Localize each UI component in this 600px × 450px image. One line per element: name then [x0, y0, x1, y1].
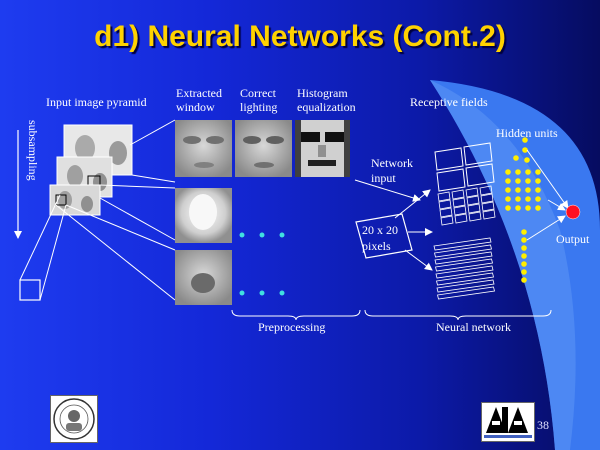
- receptive-fields-stripes: [433, 237, 495, 300]
- receptive-field-cell: [466, 195, 480, 206]
- hidden-unit: [515, 196, 521, 202]
- receptive-field-stripe: [433, 237, 492, 251]
- hidden-unit: [535, 205, 541, 211]
- histogram-label-2: equalization: [297, 100, 356, 114]
- input-pyramid-label: Input image pyramid: [46, 95, 147, 109]
- receptive-field-stripe: [437, 286, 495, 300]
- hidden-units-label: Hidden units: [496, 126, 558, 140]
- receptive-field-cell: [452, 197, 466, 208]
- extracted-window-face: [175, 120, 232, 177]
- hidden-unit: [522, 137, 528, 143]
- hidden-unit: [535, 187, 541, 193]
- receptive-field-stripe: [434, 244, 492, 258]
- pyramid-image-small: [49, 184, 101, 216]
- preprocessing-brace: [231, 309, 361, 321]
- hidden-unit: [515, 178, 521, 184]
- hidden-unit: [505, 187, 511, 193]
- hidden-unit: [521, 245, 527, 251]
- hidden-unit: [515, 169, 521, 175]
- receptive-fields-small: [437, 185, 496, 226]
- receptive-fields-label: Receptive fields: [410, 95, 488, 109]
- extracted-window-nonface-2: [175, 250, 232, 305]
- hidden-unit: [525, 196, 531, 202]
- receptive-field-stripe: [435, 265, 494, 279]
- hidden-unit: [521, 261, 527, 267]
- hidden-unit: [535, 169, 541, 175]
- receptive-field-stripe: [435, 258, 493, 272]
- receptive-field-cell: [468, 211, 482, 222]
- hidden-unit: [535, 196, 541, 202]
- receptive-field-stripe: [436, 279, 495, 293]
- hidden-unit: [505, 169, 511, 175]
- receptive-field-cell: [451, 189, 465, 200]
- pixels-label-1: 20 x 20: [362, 223, 398, 237]
- hidden-unit: [525, 205, 531, 211]
- receptive-field-cell: [454, 213, 468, 224]
- receptive-field-cell: [479, 185, 493, 196]
- output-label: Output: [556, 232, 590, 246]
- hidden-unit: [505, 196, 511, 202]
- receptive-field-stripe: [434, 251, 493, 265]
- receptive-field-cell: [467, 203, 481, 214]
- receptive-field-cell: [465, 187, 479, 198]
- hidden-unit: [505, 205, 511, 211]
- hidden-unit: [525, 178, 531, 184]
- hidden-unit: [521, 277, 527, 283]
- receptive-field-cell: [439, 207, 453, 218]
- subsampled-window: [19, 279, 41, 301]
- histogram-label-1: Histogram: [297, 86, 348, 100]
- hidden-unit: [505, 178, 511, 184]
- hidden-unit: [525, 169, 531, 175]
- receptive-field-cell: [438, 199, 452, 210]
- neural-network-label: Neural network: [436, 320, 511, 334]
- hidden-unit: [515, 205, 521, 211]
- hidden-unit: [515, 187, 521, 193]
- extracted-window-nonface-1: [175, 188, 232, 243]
- hidden-unit: [522, 147, 528, 153]
- hidden-unit: [525, 187, 531, 193]
- pixels-label-2: pixels: [362, 239, 391, 253]
- preprocessing-label: Preprocessing: [258, 320, 326, 334]
- receptive-fields-large: [434, 142, 495, 192]
- receptive-field-stripe: [436, 272, 494, 286]
- receptive-field-cell: [481, 201, 495, 212]
- hidden-units: [505, 137, 541, 283]
- network-input-label-2: input: [371, 171, 396, 185]
- ellipsis-dots: [239, 232, 285, 296]
- hidden-unit: [521, 269, 527, 275]
- network-input-box: [355, 213, 413, 259]
- hidden-unit: [521, 253, 527, 259]
- extracted-label-1: Extracted: [176, 86, 222, 100]
- correct-lighting-label-2: lighting: [240, 100, 278, 114]
- hidden-unit: [524, 157, 530, 163]
- hidden-unit: [513, 155, 519, 161]
- extracted-label-2: window: [176, 100, 215, 114]
- slide-title: d1) Neural Networks (Cont.2): [94, 20, 506, 53]
- receptive-field-cell: [437, 191, 451, 202]
- neural-network-brace: [364, 309, 552, 321]
- corrected-lighting-face: [235, 120, 292, 177]
- page-number: 38: [537, 418, 549, 432]
- correct-lighting-label-1: Correct: [240, 86, 276, 100]
- hidden-unit: [521, 237, 527, 243]
- receptive-field-cell: [480, 193, 494, 204]
- output-unit: [565, 204, 581, 220]
- histogram-equalized-face: [295, 120, 350, 177]
- receptive-field-cell: [440, 215, 454, 226]
- hidden-unit: [535, 178, 541, 184]
- network-input-label-1: Network: [371, 156, 413, 170]
- university-seal-logo: [50, 395, 98, 443]
- receptive-field-cell: [482, 209, 496, 220]
- aia-logo: [481, 402, 535, 442]
- receptive-field-cell: [453, 205, 467, 216]
- hidden-unit: [521, 229, 527, 235]
